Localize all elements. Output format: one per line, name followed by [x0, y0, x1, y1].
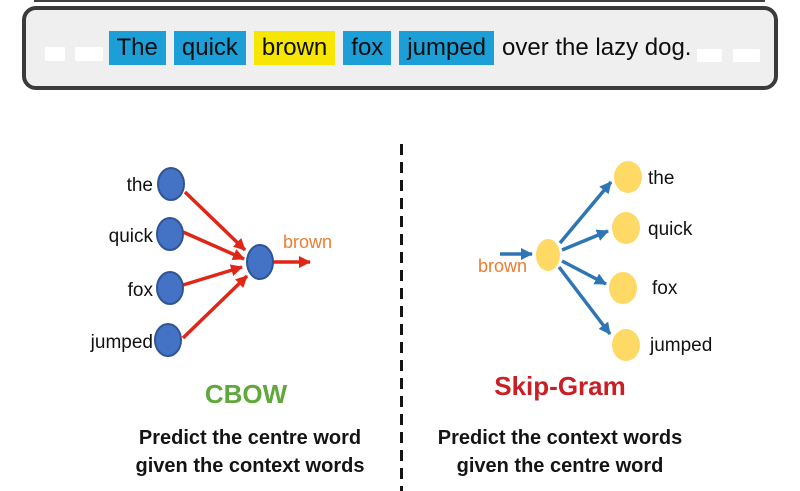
whiteout-patch	[733, 49, 760, 62]
word-token-fox: fox	[343, 31, 392, 65]
cbow-label-quick: quick	[109, 226, 154, 247]
cbow-node-jumped	[154, 323, 182, 357]
skipgram-title: Skip-Gram	[494, 371, 626, 401]
skipgram-label-jumped: jumped	[649, 335, 712, 356]
cbow-node-fox	[156, 271, 184, 305]
cbow-caption-line1: Predict the centre word	[138, 427, 362, 449]
skipgram-caption-line1: Predict the context words	[437, 427, 683, 449]
skipgram-caption-line2: given the centre word	[456, 455, 664, 477]
skipgram-arrow-the	[558, 180, 613, 245]
sentence-rest-text: over the lazy dog.	[502, 34, 692, 61]
skipgram-diagram: the quick fox jumped brown	[478, 161, 712, 361]
whiteout-patch	[45, 47, 65, 61]
skipgram-node-fox	[609, 272, 637, 304]
cbow-label-the: the	[127, 175, 153, 196]
cbow-arrow-fox	[182, 264, 243, 287]
cbow-node-quick	[156, 217, 184, 251]
cbow-arrow-quick	[182, 230, 245, 261]
word-token-quick: quick	[173, 31, 246, 65]
skipgram-arrow-fox	[561, 259, 607, 286]
cbow-diagram: the quick fox jumped brown	[90, 167, 332, 357]
skipgram-centre-word-label: brown	[478, 256, 527, 276]
sentence-banner: The quick brown fox jumped over the lazy…	[22, 6, 778, 90]
whiteout-patch	[697, 49, 722, 62]
skipgram-node-jumped	[612, 329, 640, 361]
skipgram-label-the: the	[648, 168, 674, 189]
cbow-caption: Predict the centre word given the contex…	[100, 424, 400, 480]
cbow-caption-line2: given the context words	[135, 455, 365, 477]
word-token-jumped: jumped	[399, 31, 495, 65]
dashed-divider	[400, 144, 403, 491]
word-token-the: The	[108, 31, 166, 65]
cbow-label-jumped: jumped	[90, 332, 153, 353]
skipgram-node-the	[614, 161, 642, 193]
skipgram-node-quick	[612, 212, 640, 244]
cbow-arrow-the	[183, 190, 247, 252]
cbow-centre-node	[246, 244, 274, 280]
cbow-arrow-jumped	[181, 274, 249, 340]
cbow-title: CBOW	[204, 379, 288, 409]
cbow-node-the	[157, 167, 185, 201]
crop-artifact-line	[34, 0, 765, 2]
cbow-centre-word-label: brown	[283, 232, 332, 252]
whiteout-patch	[75, 47, 103, 61]
word-token-brown: brown	[253, 31, 336, 65]
skipgram-arrow-jumped	[557, 265, 612, 336]
skipgram-caption: Predict the context words given the cent…	[410, 424, 710, 480]
sentence-row: The quick brown fox jumped over the lazy…	[108, 31, 692, 65]
skipgram-label-fox: fox	[652, 278, 678, 299]
skipgram-centre-node	[536, 239, 560, 271]
skipgram-label-quick: quick	[648, 219, 693, 240]
cbow-label-fox: fox	[128, 280, 154, 301]
skipgram-arrow-quick	[561, 229, 609, 252]
